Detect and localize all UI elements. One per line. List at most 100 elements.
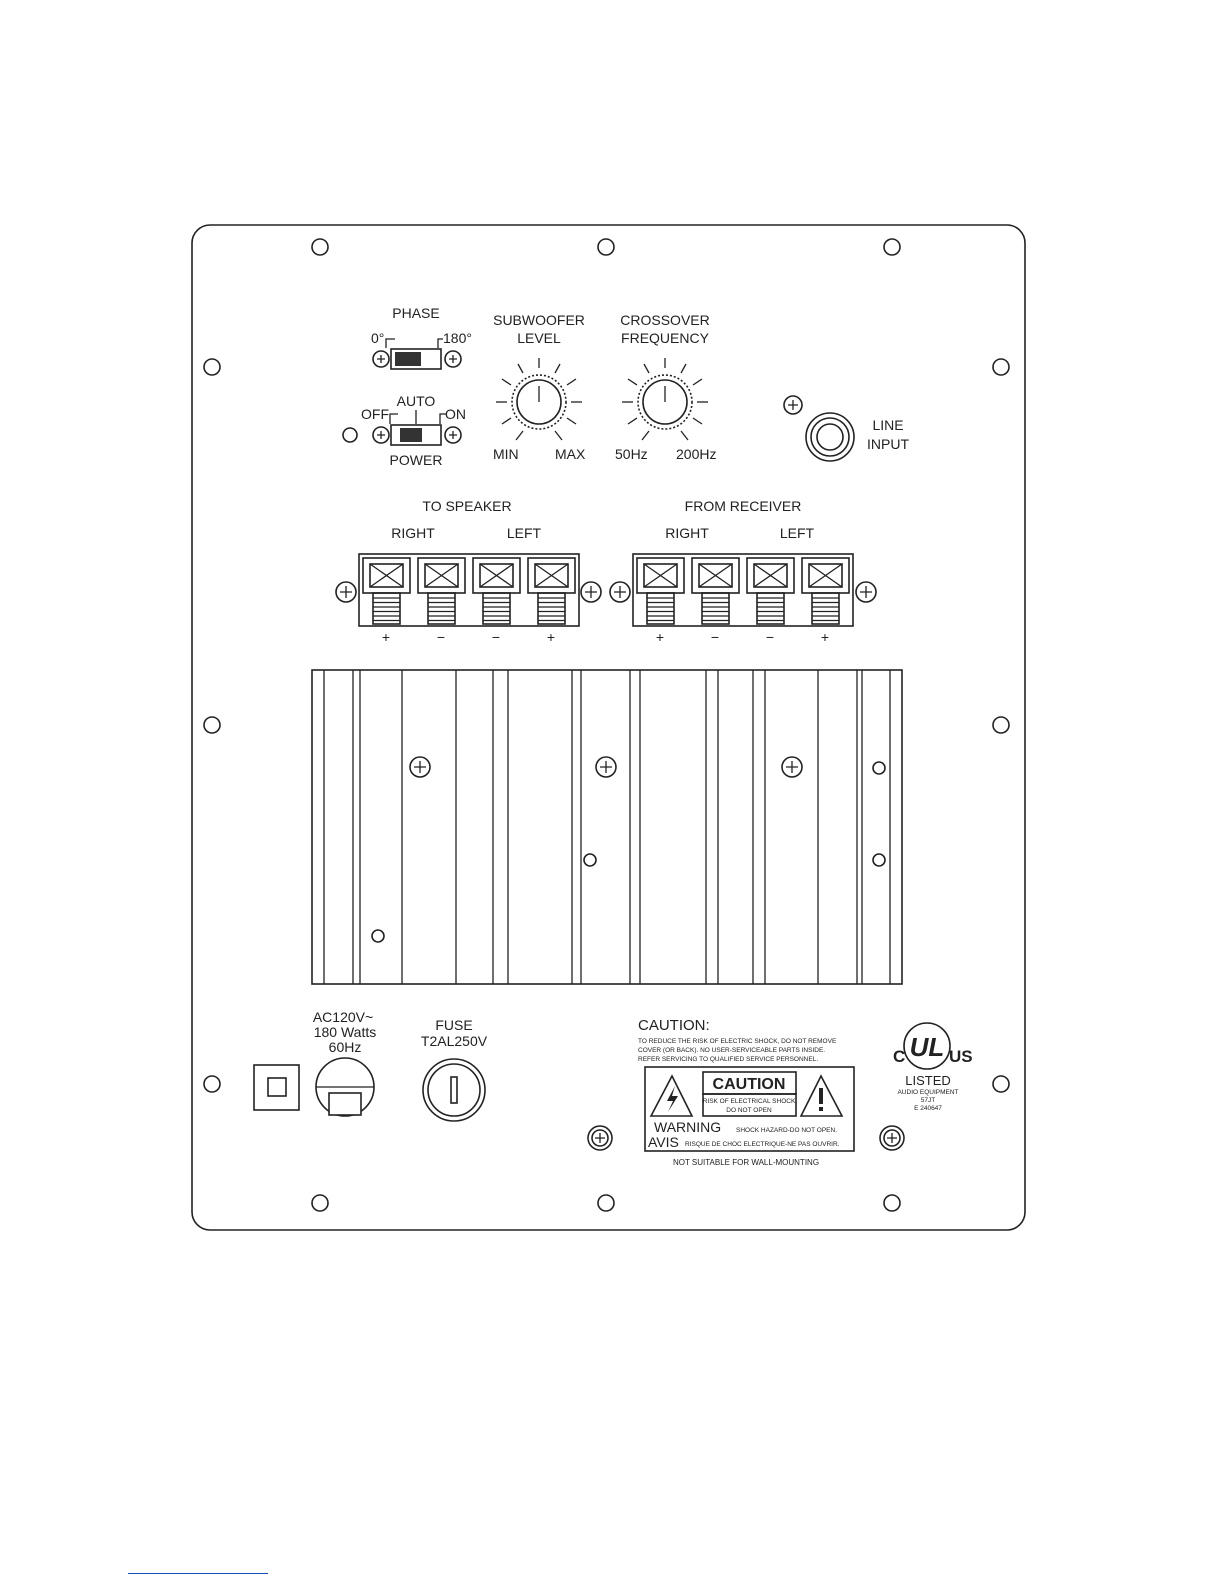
line-input-jack[interactable] [805,412,855,462]
subwoofer-level-ticks [496,358,582,441]
line-input-group: LINE INPUT [783,395,909,462]
to-speaker-right-label: RIGHT [391,525,435,541]
mains-switch[interactable] [253,1064,300,1111]
heat-sink-screw-icon [409,756,431,778]
power-led-indicator [342,427,358,443]
crossover-max-label: 200Hz [676,446,716,462]
mounting-hole [883,1194,901,1212]
from-receiver-polarity-1: + [656,629,664,645]
ul-us-text: US [949,1047,973,1066]
power-title: POWER [390,452,443,468]
mounting-hole [992,1075,1010,1093]
subwoofer-title-2: LEVEL [517,330,561,346]
heat-sink-screw-icon [595,756,617,778]
caution-block: CAUTION: TO REDUCE THE RISK OF ELECTRIC … [587,1017,905,1167]
lightning-warning-icon [649,1074,694,1117]
from-receiver-group: FROM RECEIVER RIGHT LEFT + − − + [609,498,877,645]
speaker-terminal-clip[interactable] [746,557,795,625]
power-on-label: ON [445,406,466,422]
to-speaker-left-screw-icon [335,581,357,603]
caution-heading: CAUTION: [638,1017,710,1034]
mounting-hole [992,358,1010,376]
speaker-terminal-clip[interactable] [691,557,740,625]
power-left-screw-icon [372,426,390,444]
caution-line-3: REFER SERVICING TO QUALIFIED SERVICE PER… [638,1056,818,1063]
from-receiver-left-label: LEFT [780,525,815,541]
caution-box-sub-2: DO NOT OPEN [726,1107,772,1114]
ul-logo-circle [903,1022,951,1070]
speaker-terminal-clip[interactable] [527,557,576,625]
caution-box-sub-1: RISK OF ELECTRICAL SHOCK [703,1098,796,1105]
power-switch-group: AUTO OFF ON POWER [342,393,466,468]
to-speaker-title: TO SPEAKER [422,498,511,514]
to-speaker-group: TO SPEAKER RIGHT LEFT + − − + [335,498,602,645]
to-speaker-polarity-4: + [547,629,555,645]
speaker-terminal-clip[interactable] [362,557,411,625]
caution-right-screw-icon [879,1125,905,1151]
caution-line-1: TO REDUCE THE RISK OF ELECTRIC SHOCK, DO… [638,1038,837,1045]
phase-switch-group: PHASE 0° 180° [371,305,472,370]
from-receiver-right-screw-icon [855,581,877,603]
ul-c-text: C [893,1047,905,1066]
panel-outline [191,224,1026,1231]
ul-line-1: AUDIO EQUIPMENT [897,1089,958,1096]
to-speaker-left-label: LEFT [507,525,542,541]
mounting-holes [203,238,1010,1212]
mounting-hole [597,238,615,256]
ul-line-2: 57JT [921,1097,935,1104]
from-receiver-polarity-4: + [821,629,829,645]
speaker-terminal-clip[interactable] [636,557,685,625]
ul-logo-text: UL [910,1032,945,1062]
caution-line-2: COVER (OR BACK). NO USER-SERVICEABLE PAR… [638,1047,825,1054]
mounting-hole [597,1194,615,1212]
power-rating-2: 180 Watts [314,1024,377,1040]
warning-label: WARNING [654,1119,721,1135]
exclamation-warning-icon [799,1074,844,1117]
warning-text: SHOCK HAZARD-DO NOT OPEN. [736,1127,837,1134]
power-switch-knob[interactable] [400,428,422,442]
speaker-terminal-clip[interactable] [472,557,521,625]
crossover-title-1: CROSSOVER [620,312,709,328]
line-input-label-2: INPUT [867,436,909,452]
heat-sink [311,669,903,985]
fuse-title: FUSE [435,1017,472,1033]
mounting-hole [883,238,901,256]
to-speaker-polarity-2: − [437,629,445,645]
phase-switch-knob[interactable] [395,352,421,366]
line-input-screw-icon [783,395,803,415]
avis-text: RISQUE DE CHOC ELECTRIQUE-NE PAS OUVRIR. [685,1141,840,1148]
crossover-frequency-group: CROSSOVER FREQUENCY 50Hz 200Hz [615,312,716,462]
speaker-terminal-clip[interactable] [801,557,850,625]
avis-label: AVIS [648,1134,679,1150]
to-speaker-polarity-3: − [492,629,500,645]
fuse-rating: T2AL250V [421,1033,488,1049]
fuse-holder[interactable] [422,1058,486,1122]
from-receiver-right-label: RIGHT [665,525,709,541]
mounting-hole [203,1075,221,1093]
from-receiver-polarity-2: − [711,629,719,645]
to-speaker-polarity-1: + [382,629,390,645]
ul-line-3: E 240647 [914,1105,942,1112]
power-right-screw-icon [444,426,462,444]
heat-sink-hole [872,853,886,867]
phase-180-label: 180° [443,330,472,346]
mounting-hole [203,358,221,376]
subwoofer-min-label: MIN [493,446,519,462]
heat-sink-hole [872,761,886,775]
phase-title: PHASE [392,305,439,321]
heat-sink-hole [583,853,597,867]
mounting-hole [311,238,329,256]
crossover-ticks [622,358,708,441]
subwoofer-level-group: SUBWOOFER LEVEL MIN MAX [493,312,586,462]
wall-mounting-notice: NOT SUITABLE FOR WALL-MOUNTING [673,1158,819,1167]
heat-sink-hole [371,929,385,943]
caution-left-screw-icon [587,1125,613,1151]
speaker-terminal-clip[interactable] [417,557,466,625]
to-speaker-right-screw-icon [580,581,602,603]
from-receiver-title: FROM RECEIVER [685,498,802,514]
crossover-title-2: FREQUENCY [621,330,710,346]
subwoofer-max-label: MAX [555,446,586,462]
phase-0-label: 0° [371,330,384,346]
caution-box-title: CAUTION [713,1076,786,1093]
